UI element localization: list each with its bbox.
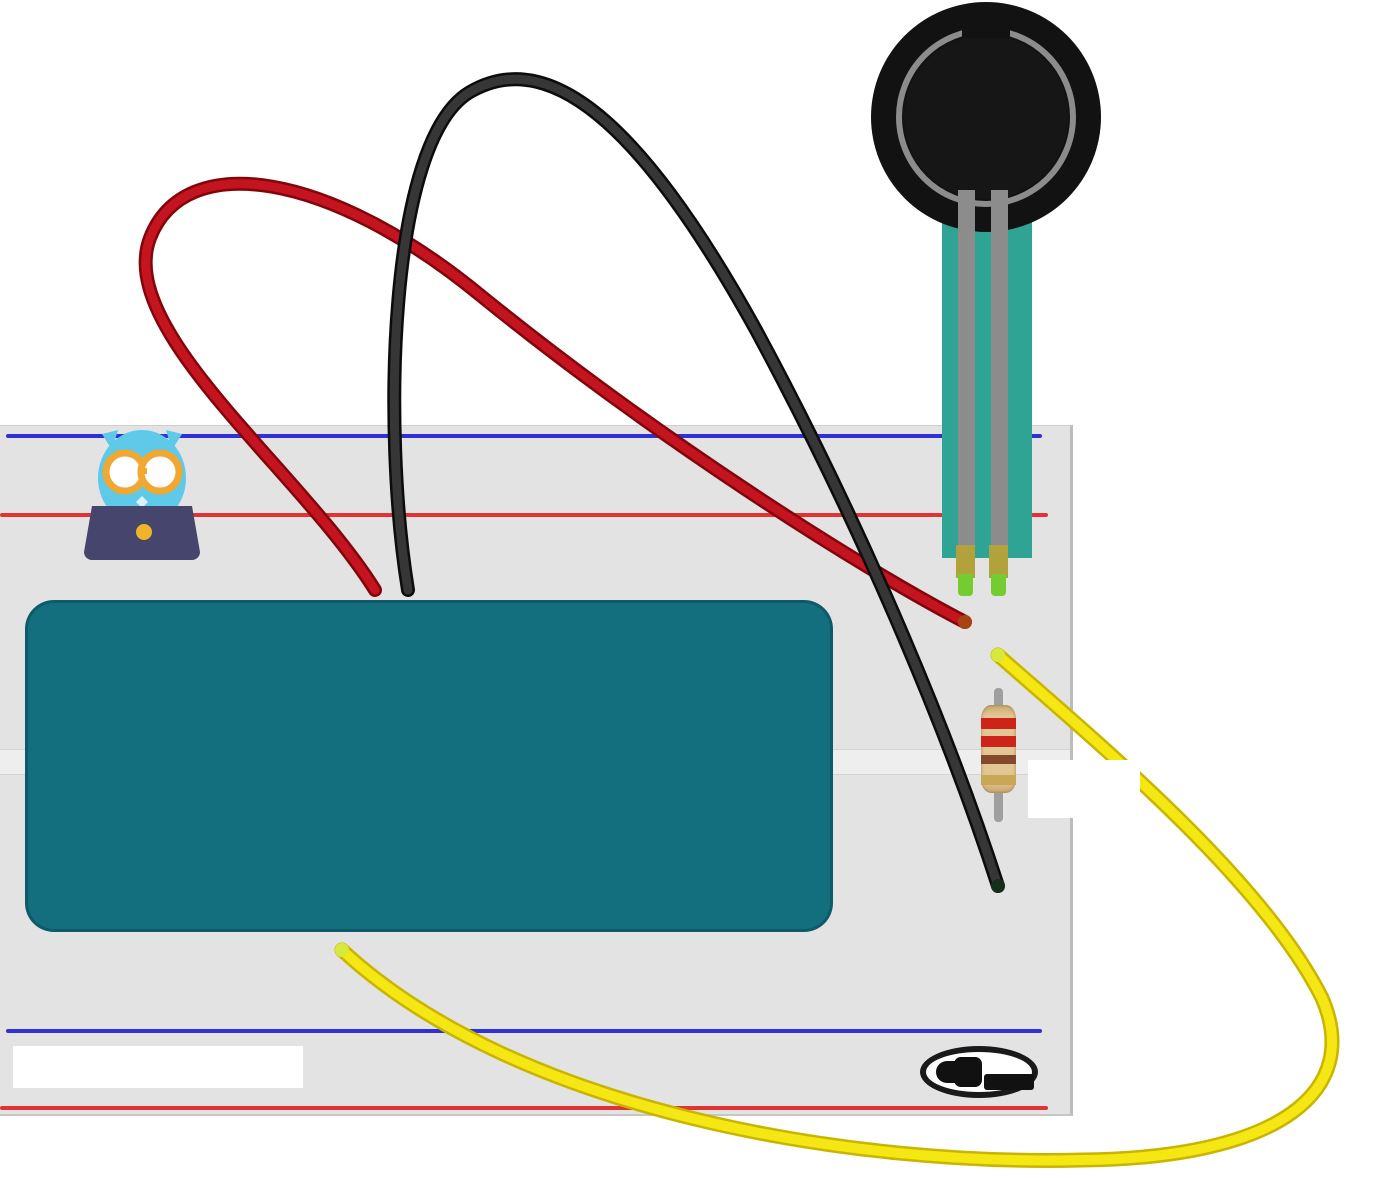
resistor-band-red-2	[981, 736, 1016, 747]
diyables-glyph-square	[954, 1057, 982, 1087]
arduino-mkr-board	[28, 603, 830, 929]
force-sensor-tail	[942, 195, 1032, 558]
bottom-rail-blue-line	[6, 1029, 1042, 1033]
force-sensor-trace-left	[958, 190, 975, 558]
owl-eye-right	[149, 468, 165, 484]
owl-ear-left	[102, 430, 118, 450]
owl-laptop-logo-dot	[136, 524, 152, 540]
resistor-band-red-1	[981, 718, 1016, 729]
force-sensor-ring-gap	[962, 22, 1010, 38]
owl-glasses-bridge	[138, 468, 147, 474]
force-sensor-trace-right	[991, 190, 1008, 558]
force-sensor-pin-tip-left	[958, 574, 973, 596]
resistor-band-brown	[981, 755, 1016, 764]
diyables-logo	[920, 1046, 1038, 1098]
force-sensor-pin-tip-right	[991, 574, 1006, 596]
resistor-value-label	[1028, 760, 1140, 818]
resistor-band-gold	[981, 775, 1016, 785]
diyables-text-bottom	[984, 1074, 1034, 1090]
owl-mascot-logo	[84, 430, 200, 560]
bottom-url-watermark	[13, 1046, 303, 1088]
bottom-rail-red-line	[0, 1106, 1048, 1110]
owl-eye-left	[114, 468, 130, 484]
force-sensor-ring	[896, 27, 1076, 207]
